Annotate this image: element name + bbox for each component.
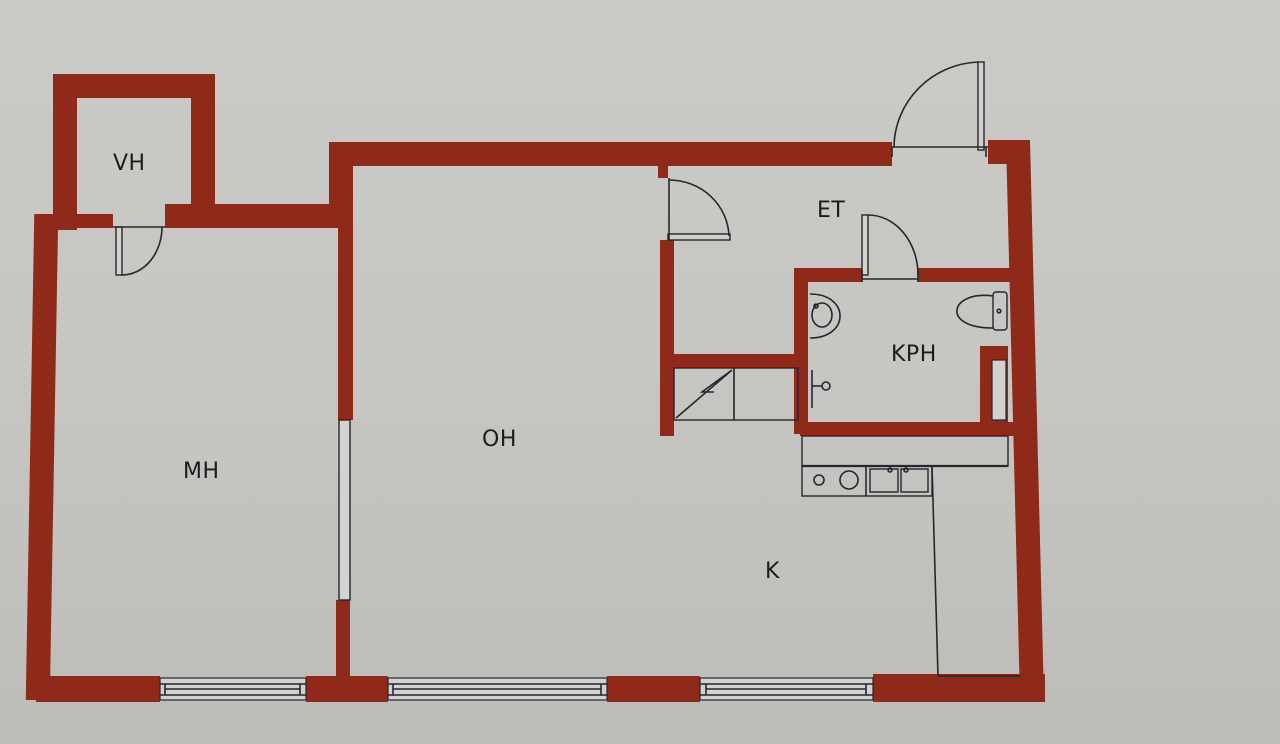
- fixtures: [673, 291, 1020, 677]
- wall-et-bottom: [660, 354, 800, 368]
- closet-electrical: [673, 367, 799, 421]
- bathroom-sink: [809, 293, 841, 339]
- walls: [25, 74, 1045, 702]
- wall-bottom-2: [306, 676, 388, 702]
- kitchen-counter: [801, 435, 1020, 677]
- doors: [113, 61, 988, 282]
- wall-et-oh: [660, 240, 674, 436]
- window-mh: [159, 677, 307, 701]
- room-label-oh: OH: [482, 427, 517, 452]
- shower-tap: [811, 370, 831, 408]
- stove-large-burner: [839, 470, 859, 490]
- kitchen-cabinet-line: [931, 465, 939, 677]
- room-label-kph: KPH: [891, 342, 937, 367]
- wall-kph-top-left: [794, 268, 862, 282]
- window-oh: [387, 677, 608, 701]
- wall-kph-left: [794, 268, 808, 434]
- wall-bottom-4: [873, 674, 1045, 702]
- glass-partition: [338, 419, 351, 601]
- wall-et-stub: [658, 166, 668, 178]
- wall-mh-left: [25, 214, 59, 700]
- door-entrance: [891, 61, 988, 157]
- wall-bottom-3: [607, 676, 700, 702]
- window-k: [699, 677, 874, 701]
- windows: [159, 677, 874, 701]
- sink-basin-2: [900, 468, 929, 493]
- wall-kph-top-right: [918, 268, 1018, 282]
- sink-basin-1: [869, 468, 899, 493]
- room-label-et: ET: [817, 198, 845, 223]
- shaft: [991, 359, 1007, 421]
- door-kph: [861, 214, 919, 282]
- wall-mh-left-join: [53, 200, 77, 230]
- wall-vh-bottom-right: [165, 204, 345, 228]
- wall-vh-right: [191, 74, 215, 228]
- wall-mh-oh-upper: [338, 225, 353, 420]
- room-label-k: K: [765, 559, 780, 584]
- door-vh: [113, 226, 165, 276]
- wall-right: [1006, 140, 1044, 700]
- wall-mh-oh-lower: [336, 600, 350, 680]
- wall-bottom-1: [36, 676, 160, 702]
- wall-top: [329, 142, 892, 166]
- door-et-oh: [667, 178, 731, 241]
- room-label-mh: MH: [183, 459, 220, 484]
- room-labels: VH MH OH ET KPH K: [113, 151, 937, 584]
- room-label-vh: VH: [113, 151, 146, 176]
- stove-small-burner: [813, 474, 825, 486]
- wall-vh-top: [53, 74, 215, 98]
- wall-kph-bottom: [800, 422, 1018, 436]
- toilet: [956, 291, 1008, 331]
- lightning-icon: [675, 369, 733, 419]
